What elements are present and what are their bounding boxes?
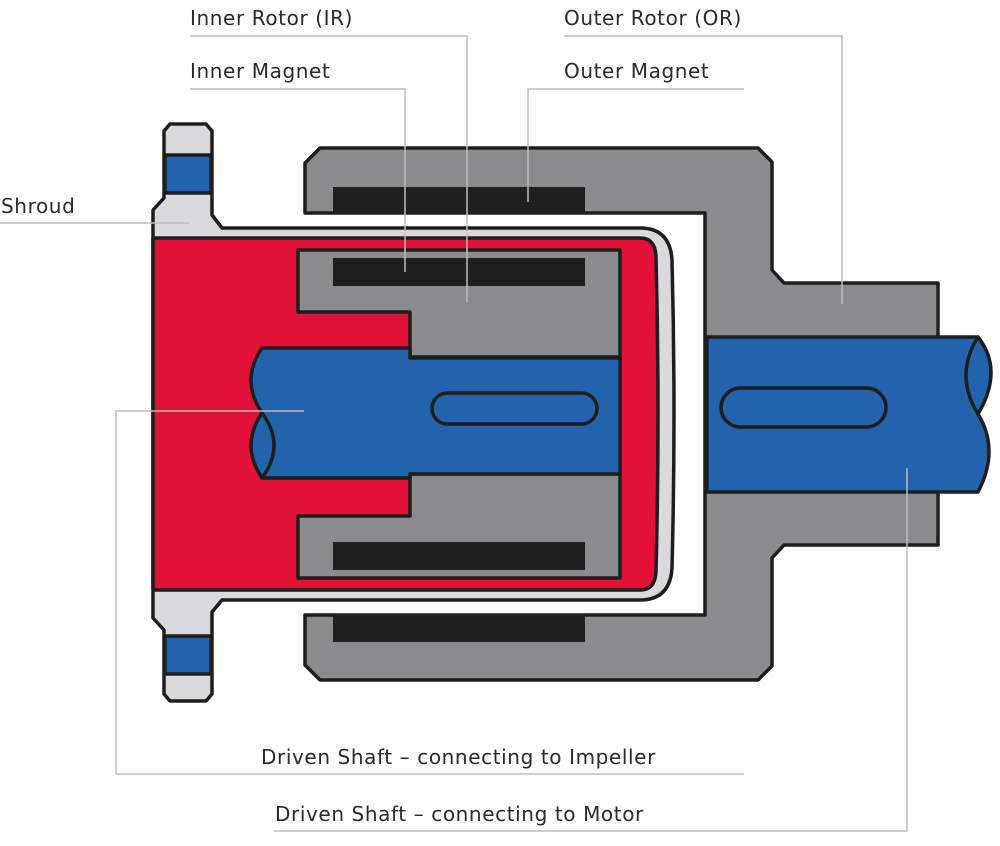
- outer-magnet-top: [333, 187, 585, 214]
- label-driven-shaft-impeller: Driven Shaft – connecting to Impeller: [261, 745, 656, 769]
- shroud-bolt-top: [163, 153, 213, 195]
- leader-driven-shaft-motor: [274, 468, 908, 832]
- leader-outer-magnet: [527, 88, 744, 202]
- leader-driven-shaft-impeller: [115, 410, 744, 775]
- key-slot-outer: [719, 386, 888, 429]
- shaft-break-left: [260, 411, 276, 480]
- label-inner-rotor: Inner Rotor (IR): [190, 6, 354, 30]
- key-slot-inner: [430, 391, 599, 426]
- outer-magnet-bottom: [333, 614, 585, 642]
- outer-rotor: [303, 146, 940, 682]
- leader-inner-magnet: [190, 88, 406, 272]
- leader-inner-rotor: [190, 35, 468, 302]
- shaft-break-right: [964, 336, 980, 415]
- label-shroud: Shroud: [1, 194, 76, 218]
- inner-magnet-top: [333, 258, 585, 286]
- inner-magnet-bottom: [333, 542, 585, 570]
- label-outer-magnet: Outer Magnet: [564, 59, 710, 83]
- label-outer-rotor: Outer Rotor (OR): [564, 6, 742, 30]
- label-driven-shaft-motor: Driven Shaft – connecting to Motor: [275, 802, 644, 826]
- shroud-bolt-bottom: [163, 634, 213, 676]
- leader-outer-rotor: [564, 35, 843, 304]
- label-inner-magnet: Inner Magnet: [190, 59, 331, 83]
